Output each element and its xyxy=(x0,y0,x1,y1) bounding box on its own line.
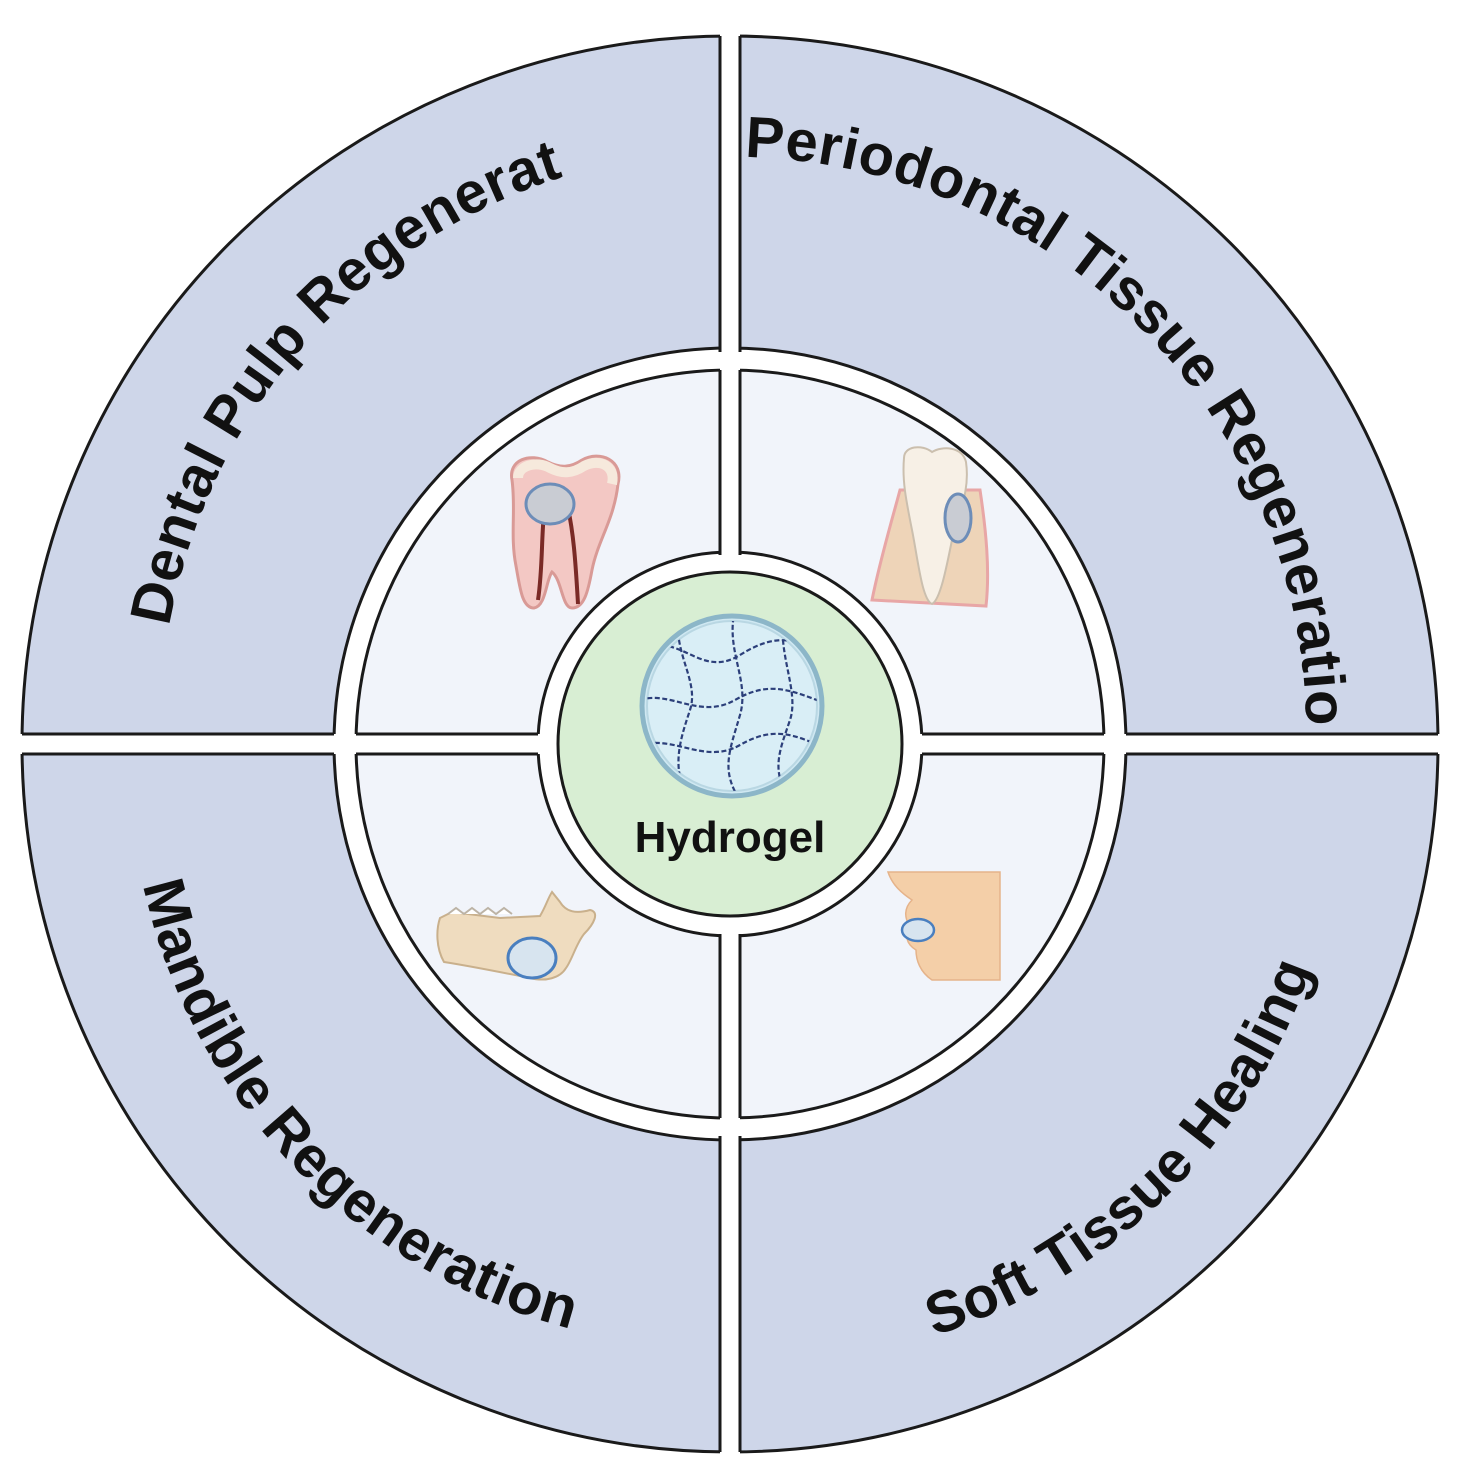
tooth-pulp-icon xyxy=(510,454,621,610)
mandible-bone-icon xyxy=(436,890,597,981)
face-mouth-icon xyxy=(886,871,1001,981)
center-label: Hydrogel xyxy=(635,813,826,862)
hydrogel-network-icon xyxy=(639,613,825,799)
periodontal-tooth-icon xyxy=(870,446,990,608)
